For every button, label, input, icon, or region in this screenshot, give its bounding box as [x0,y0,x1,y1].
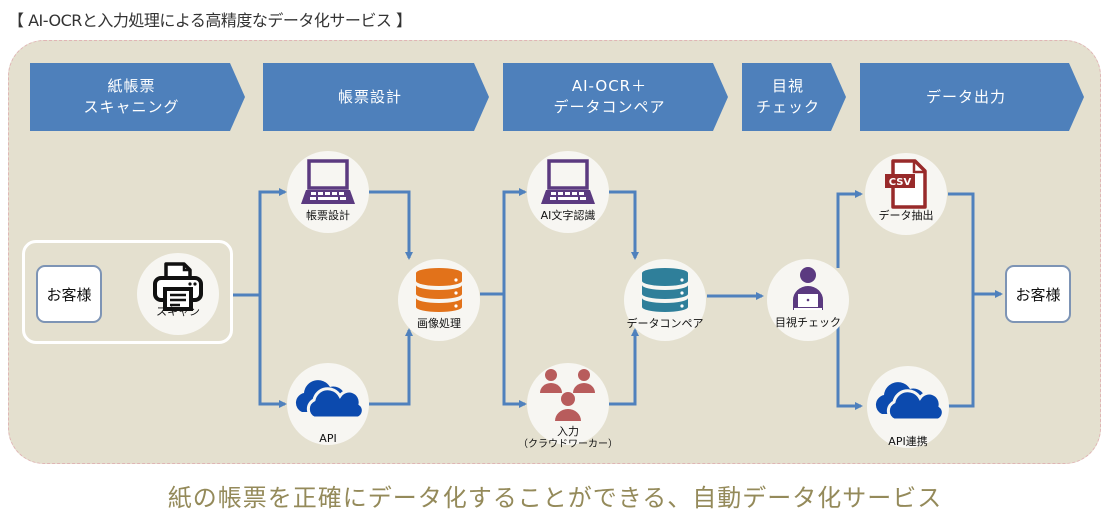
visual-check-label: 目視チェック [775,316,841,329]
customer-input-box: お客様 [36,265,102,323]
step-scanning: 紙帳票 スキャニング [30,63,245,131]
node-input: 入力 （クラウドワーカー） [518,363,618,450]
step-visual-check: 目視 チェック [742,63,846,131]
cloud-icon [292,375,364,422]
node-visual-check: 目視チェック [767,259,849,341]
connector-input-to-compare [609,328,639,406]
step-ai-ocr: AI-OCR＋ データコンペア [503,63,728,131]
connector-api-link-join [948,294,975,408]
csv-file-icon: CSV [883,159,929,209]
node-image-processing: 画像処理 [398,259,480,341]
data-compare-label: データコンペア [626,317,704,330]
footer-tagline: 紙の帳票を正確にデータ化することができる、自動データ化サービス [167,484,943,512]
cloud-icon [872,376,944,425]
diagram-title: 【 AI-OCRと入力処理による高精度なデータ化サービス 】 [8,11,412,30]
connector-form-design-to-image [369,190,413,260]
data-extract-label: データ抽出 [878,209,934,222]
api-in-label: API [319,432,337,445]
connector-to-ai-ocr [502,188,527,294]
connector-ai-ocr-to-compare [609,190,639,260]
form-design-label: 帳票設計 [306,209,350,222]
connector-extract-join [948,192,975,294]
scan-label: スキャン [156,305,200,318]
node-form-design: 帳票設計 [287,151,369,233]
database-icon [640,265,690,315]
person-laptop-icon [791,264,825,314]
laptop-icon [300,157,356,207]
connector-api-to-image [369,328,413,406]
node-api-link: API連携 [867,366,949,448]
connector-to-input [502,294,527,408]
ai-ocr-label: AI文字認識 [540,209,596,222]
api-link-label: API連携 [888,435,928,448]
node-api-in: API [287,363,369,445]
people-icon [538,367,598,423]
customer-scan-group [22,240,233,344]
node-data-compare: データコンペア [624,259,706,341]
input-label: 入力 [557,425,579,438]
database-icon [414,265,464,315]
node-data-extract: CSV データ抽出 [865,153,947,235]
node-scan: スキャン [137,253,219,335]
node-ai-ocr: AI文字認識 [527,151,609,233]
step-data-output: データ出力 [860,63,1084,131]
connector-to-api-in [258,295,287,408]
printer-icon [152,261,204,311]
laptop-icon [540,157,596,207]
csv-icon-text: CSV [889,177,912,188]
image-processing-label: 画像処理 [417,317,461,330]
connector-to-api-link [836,326,863,410]
customer-output-box: お客様 [1005,265,1071,323]
connector-to-data-extract [836,190,863,268]
connector-to-form-design [258,188,287,295]
input-sublabel: （クラウドワーカー） [518,439,618,450]
step-form-design: 帳票設計 [263,63,489,131]
